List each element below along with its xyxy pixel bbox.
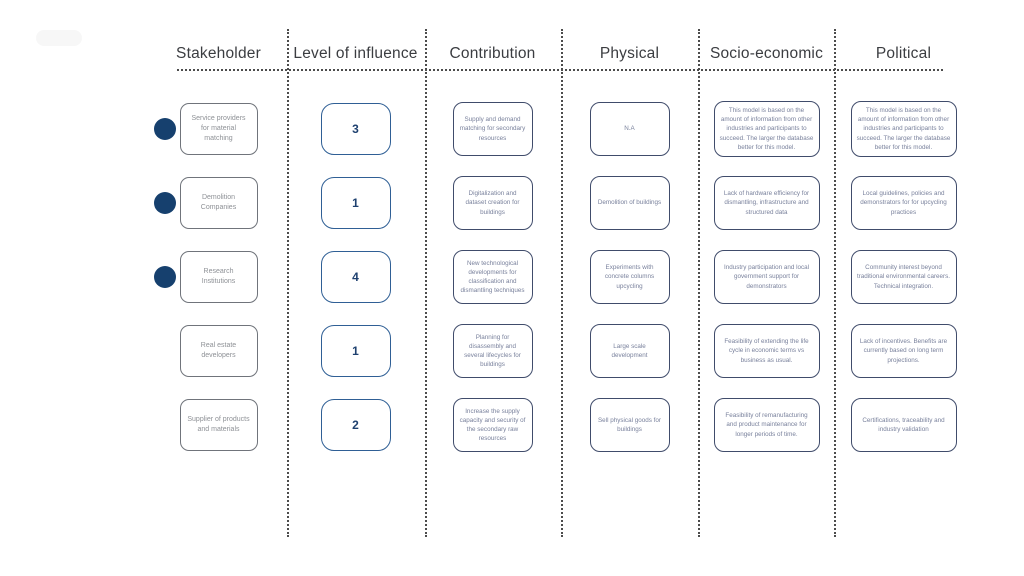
stakeholder-card[interactable]: Real estate developers (179, 325, 258, 377)
influence-cell: 3 (287, 92, 424, 166)
physical-cell: N.A (561, 92, 698, 166)
physical-card[interactable]: Experiments with concrete columns upcycl… (589, 250, 670, 304)
political-card[interactable]: Local guidelines, policies and demonstra… (850, 176, 957, 230)
priority-marker-circle[interactable] (154, 192, 176, 214)
influence-card[interactable]: 1 (320, 325, 391, 377)
header-divider-dotted-line (177, 69, 943, 71)
column-divider-line (834, 29, 836, 537)
political-card[interactable]: Lack of incentives. Benefits are current… (850, 324, 957, 378)
political-cell: This model is based on the amount of inf… (835, 92, 972, 166)
political-cell: Lack of incentives. Benefits are current… (835, 314, 972, 388)
contribution-card[interactable]: Supply and demand matching for secondary… (452, 102, 533, 156)
column-headers: Stakeholder Level of influence Contribut… (150, 40, 972, 68)
header-political: Political (875, 45, 932, 62)
physical-cell: Demolition of buildings (561, 166, 698, 240)
socio-economic-cell: Industry participation and local governm… (698, 240, 835, 314)
contribution-card[interactable]: Increase the supply capacity and securit… (452, 398, 533, 452)
stakeholder-card[interactable]: Service providers for material matching (179, 103, 258, 155)
header-socio-economic: Socio-economic (709, 45, 824, 62)
political-cell: Certifications, traceability and industr… (835, 388, 972, 462)
influence-cell: 4 (287, 240, 424, 314)
socio-economic-card[interactable]: Industry participation and local governm… (713, 250, 820, 304)
political-cell: Community interest beyond traditional en… (835, 240, 972, 314)
physical-cell: Sell physical goods for buildings (561, 388, 698, 462)
physical-card[interactable]: Sell physical goods for buildings (589, 398, 670, 452)
socio-economic-cell: Feasibility of extending the life cycle … (698, 314, 835, 388)
header-physical: Physical (599, 45, 660, 62)
faint-watermark (36, 30, 82, 46)
contribution-cell: Supply and demand matching for secondary… (424, 92, 561, 166)
political-card[interactable]: This model is based on the amount of inf… (850, 101, 957, 157)
political-card[interactable]: Certifications, traceability and industr… (850, 398, 957, 452)
priority-marker-circle[interactable] (154, 118, 176, 140)
political-card[interactable]: Community interest beyond traditional en… (850, 250, 957, 304)
column-divider-line (698, 29, 700, 537)
contribution-card[interactable]: New technological developments for class… (452, 250, 533, 304)
stakeholder-cell: Research Institutions (150, 240, 287, 314)
socio-economic-card[interactable]: Feasibility of remanufacturing and produ… (713, 398, 820, 452)
influence-cell: 1 (287, 166, 424, 240)
socio-economic-card[interactable]: Lack of hardware efficiency for dismantl… (713, 176, 820, 230)
socio-economic-cell: This model is based on the amount of inf… (698, 92, 835, 166)
influence-card[interactable]: 1 (320, 177, 391, 229)
stakeholder-card[interactable]: Research Institutions (179, 251, 258, 303)
influence-cell: 1 (287, 314, 424, 388)
physical-cell: Experiments with concrete columns upcycl… (561, 240, 698, 314)
contribution-cell: Planning for disassembly and several lif… (424, 314, 561, 388)
stakeholder-cell: Service providers for material matching (150, 92, 287, 166)
physical-card[interactable]: Demolition of buildings (589, 176, 670, 230)
socio-economic-cell: Lack of hardware efficiency for dismantl… (698, 166, 835, 240)
header-level-of-influence: Level of influence (293, 45, 418, 62)
stakeholder-card[interactable]: Supplier of products and materials (179, 399, 258, 451)
column-divider-line (425, 29, 427, 537)
contribution-cell: Digitalization and dataset creation for … (424, 166, 561, 240)
influence-cell: 2 (287, 388, 424, 462)
column-divider-line (561, 29, 563, 537)
stakeholder-cell: Supplier of products and materials (150, 388, 287, 462)
contribution-card[interactable]: Planning for disassembly and several lif… (452, 324, 533, 378)
socio-economic-card[interactable]: Feasibility of extending the life cycle … (713, 324, 820, 378)
column-divider-line (287, 29, 289, 537)
socio-economic-cell: Feasibility of remanufacturing and produ… (698, 388, 835, 462)
priority-marker-circle[interactable] (154, 266, 176, 288)
stakeholder-card[interactable]: Demolition Companies (179, 177, 258, 229)
header-stakeholder: Stakeholder (176, 45, 261, 62)
matrix-rows: Service providers for material matching … (150, 92, 972, 462)
physical-card[interactable]: N.A (589, 102, 670, 156)
physical-cell: Large scale development (561, 314, 698, 388)
stakeholder-cell: Demolition Companies (150, 166, 287, 240)
political-cell: Local guidelines, policies and demonstra… (835, 166, 972, 240)
influence-card[interactable]: 2 (320, 399, 391, 451)
header-contribution: Contribution (449, 45, 536, 62)
contribution-cell: New technological developments for class… (424, 240, 561, 314)
influence-card[interactable]: 3 (320, 103, 391, 155)
contribution-card[interactable]: Digitalization and dataset creation for … (452, 176, 533, 230)
socio-economic-card[interactable]: This model is based on the amount of inf… (713, 101, 820, 157)
contribution-cell: Increase the supply capacity and securit… (424, 388, 561, 462)
influence-card[interactable]: 4 (320, 251, 391, 303)
stakeholder-cell: Real estate developers (150, 314, 287, 388)
physical-card[interactable]: Large scale development (589, 324, 670, 378)
